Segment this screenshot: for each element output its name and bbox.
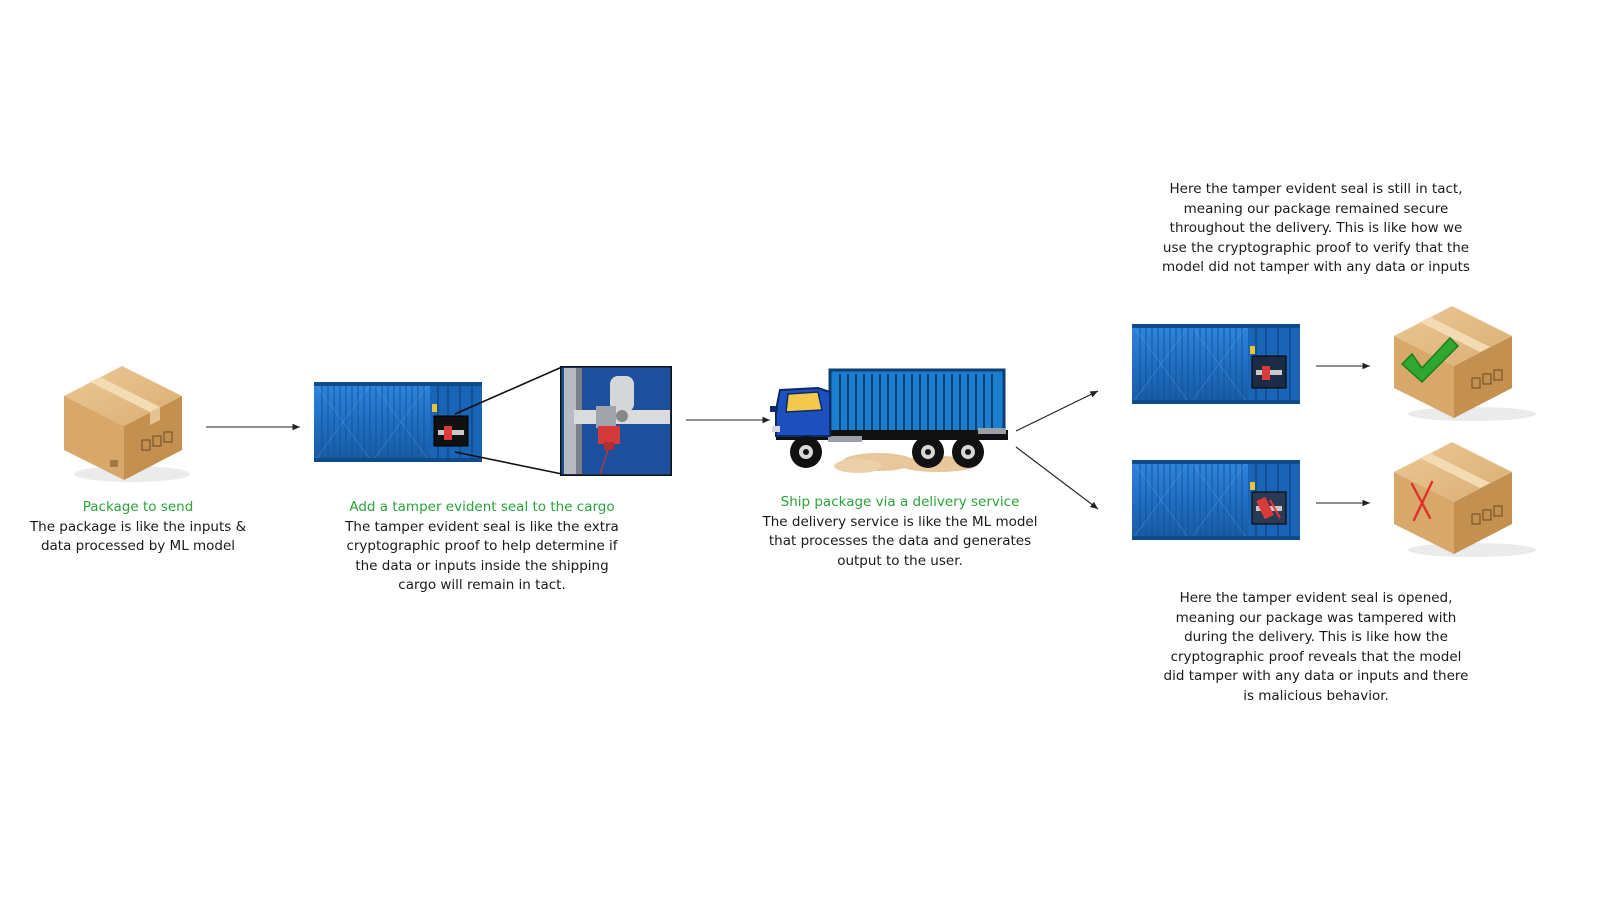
arrow-intact	[1316, 362, 1370, 370]
step-3-caption: Ship package via a delivery service The …	[760, 493, 1040, 571]
branch-arrows	[1015, 390, 1099, 510]
arrow-opened	[1316, 499, 1370, 507]
intact-package-image	[1392, 302, 1542, 424]
x-mark-icon	[1410, 480, 1434, 522]
seal-closeup-image	[560, 366, 672, 476]
sealed-container-image	[314, 382, 482, 468]
cardboard-box-icon	[64, 366, 190, 482]
step-3-title: Ship package via a delivery service	[780, 494, 1020, 510]
delivery-truck-icon	[770, 368, 1008, 473]
step-2-title: Add a tamper evident seal to the cargo	[349, 499, 615, 515]
zoom-lines	[454, 366, 563, 475]
tamper-seal-icon	[560, 366, 672, 476]
intact-container-image	[1132, 324, 1300, 410]
step-3-description: The delivery service is like the ML mode…	[762, 513, 1038, 569]
package-box-image	[60, 362, 190, 487]
cardboard-box-icon	[1394, 442, 1536, 557]
arrow-2	[686, 416, 770, 424]
step-2-caption: Add a tamper evident seal to the cargo T…	[342, 498, 622, 596]
shipping-container-icon	[1132, 324, 1300, 405]
step-2-description: The tamper evident seal is like the extr…	[345, 518, 619, 594]
outcome-opened-note: Here the tamper evident seal is opened, …	[1163, 590, 1469, 704]
outcome-intact-note: Here the tamper evident seal is still in…	[1162, 181, 1470, 275]
opened-package-image	[1392, 438, 1542, 560]
step-1-description: The package is like the inputs & data pr…	[29, 518, 247, 555]
opened-container-image	[1132, 460, 1300, 546]
shipping-container-icon	[1132, 460, 1300, 541]
delivery-truck-image	[768, 366, 1008, 478]
cardboard-box-icon	[1394, 306, 1536, 421]
check-mark-icon	[1400, 336, 1460, 384]
step-1-caption: Package to send The package is like the …	[28, 498, 248, 557]
step-1-title: Package to send	[82, 499, 194, 515]
arrow-1	[206, 423, 300, 431]
shipping-container-icon	[314, 382, 482, 463]
